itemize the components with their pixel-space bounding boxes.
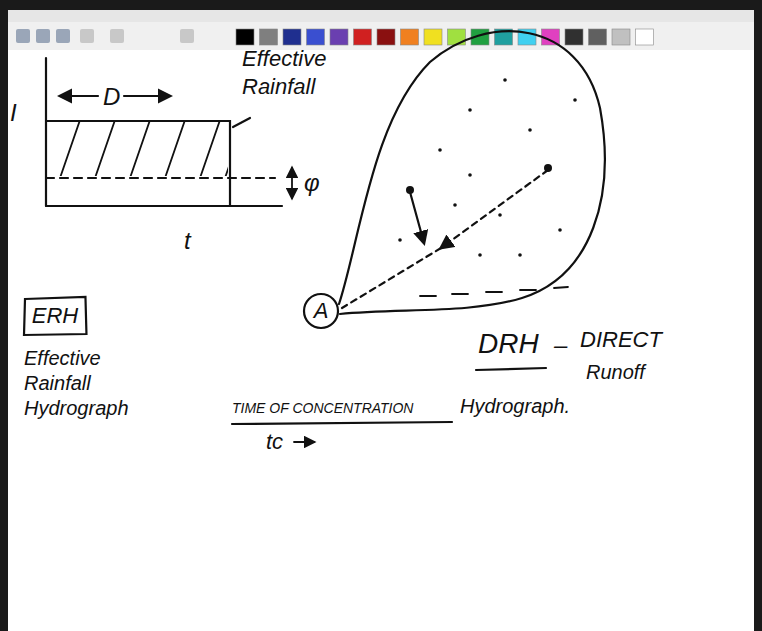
duration-arrow	[60, 95, 98, 97]
hatching	[60, 122, 228, 176]
catchment	[339, 31, 605, 314]
duration-arrow	[124, 95, 170, 97]
palette-swatch	[612, 29, 630, 45]
handwritten-label: –	[554, 330, 567, 360]
palette-swatch	[424, 29, 442, 45]
handwritten-label: tc	[266, 428, 283, 456]
rainfall-block	[46, 121, 230, 206]
palette-swatch	[330, 29, 348, 45]
handwritten-label: TIME OF CONCENTRATION	[232, 400, 413, 418]
canvas	[8, 50, 754, 631]
catchment-boundary	[339, 31, 605, 314]
handwritten-label: Runoff	[586, 360, 645, 385]
palette-swatch	[401, 29, 419, 45]
handwritten-label: DRH	[478, 326, 539, 361]
phi-arrow	[291, 168, 293, 198]
node-text: A	[314, 298, 329, 324]
dashed-contour	[420, 287, 568, 296]
boxed-term: ERH	[23, 296, 87, 336]
box-outline	[24, 297, 86, 335]
handwritten-label: Effective Rainfall	[242, 45, 354, 100]
x-axis	[46, 205, 282, 207]
palette-swatch	[354, 29, 372, 45]
menu-bar	[8, 10, 754, 22]
palette-swatch	[448, 29, 466, 45]
handwritten-label: φ	[304, 168, 320, 198]
phi-index-line	[46, 177, 275, 179]
y-axis	[45, 58, 47, 206]
handwritten-label: D	[103, 82, 120, 112]
color-palette	[236, 29, 654, 45]
flow-path	[441, 170, 548, 248]
leader-line	[233, 118, 250, 127]
palette-swatch	[307, 29, 325, 45]
circle-outline	[304, 294, 338, 328]
palette-swatch	[589, 29, 607, 45]
toolbar	[8, 22, 754, 50]
palette-swatch	[260, 29, 278, 45]
node-text: ERH	[32, 303, 78, 329]
handwritten-label: Effective Rainfall Hydrograph	[24, 346, 142, 421]
tc-arrow	[294, 441, 314, 443]
palette-swatch	[636, 29, 654, 45]
handwritten-label: Hydrograph.	[460, 394, 570, 419]
palette-swatch	[283, 29, 301, 45]
underline	[232, 422, 452, 424]
outlet-point: A	[303, 293, 339, 329]
flow-path	[342, 248, 441, 308]
palette-swatch	[565, 29, 583, 45]
handwritten-label: t	[184, 226, 191, 256]
handwritten-label: I	[10, 98, 17, 128]
tool-icons	[16, 29, 194, 43]
handwritten-label: DIRECT	[580, 326, 662, 354]
rain-dots	[398, 78, 577, 257]
palette-swatch	[377, 29, 395, 45]
palette-swatch	[236, 29, 254, 45]
underline	[476, 368, 546, 370]
flow-arrow	[410, 192, 424, 243]
